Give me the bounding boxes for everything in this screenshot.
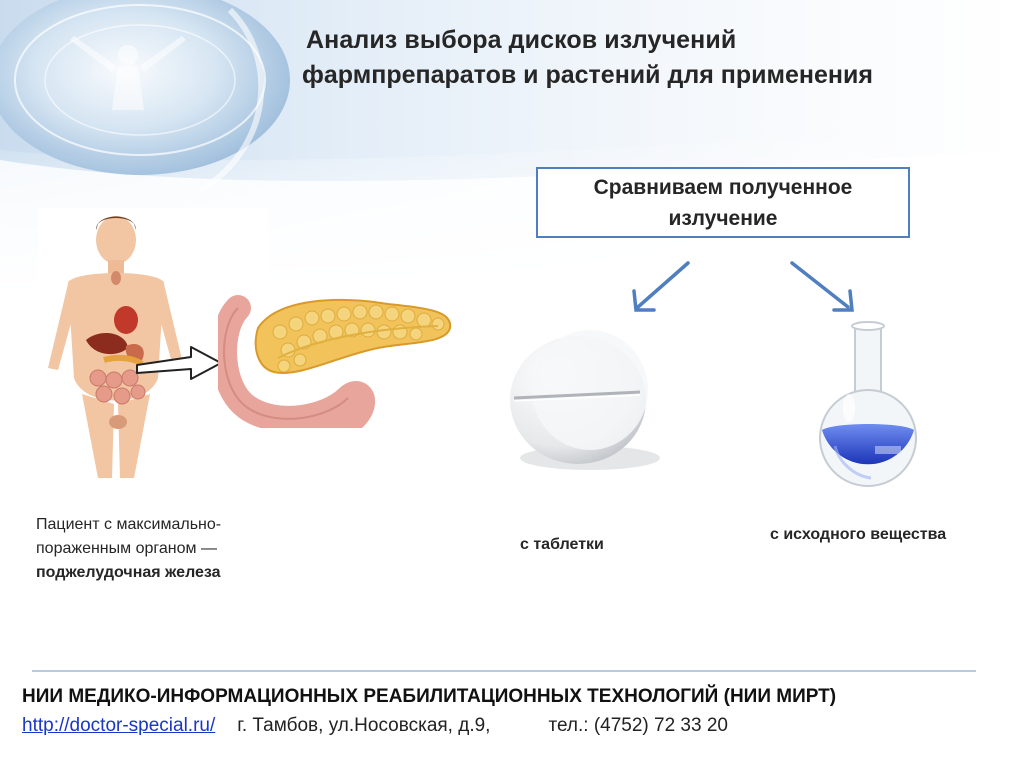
compare-radiation-text: Сравниваем полученное излучение (593, 175, 853, 230)
website-link[interactable]: http://doctor-special.ru/ (22, 715, 216, 736)
liver-icon (86, 333, 128, 355)
organ-name: поджелудочная железа (36, 564, 221, 581)
intestines-icon (89, 369, 146, 405)
substance-caption: с исходного вещества (770, 526, 947, 543)
patient-caption: Пациент с максимально-пораженным органом… (36, 513, 296, 585)
heart-icon (114, 306, 138, 334)
footer-address: г. Тамбов, ул.Носовская, д.9, (237, 715, 491, 736)
thyroid-icon (111, 271, 121, 285)
footer-phone: тел.: (4752) 72 33 20 (548, 715, 728, 736)
flask-illustration (819, 321, 917, 487)
arrow-right-icon (790, 261, 850, 309)
footer-organization: НИИ МЕДИКО-ИНФОРМАЦИОННЫХ РЕАБИЛИТАЦИОНН… (22, 686, 837, 707)
arrow-right-head-icon (832, 289, 854, 312)
footer-divider (32, 670, 976, 672)
pointer-arrow-icon (136, 346, 222, 380)
footer-contacts: http://doctor-special.ru/г. Тамбов, ул.Н… (22, 715, 728, 737)
patient-caption-text: Пациент с максимально-пораженным органом… (36, 516, 222, 557)
arrow-left-icon (636, 261, 690, 309)
pancreas-illustration (218, 295, 452, 428)
arrow-left-head-icon (632, 289, 656, 312)
tablet-illustration (510, 330, 660, 470)
tablet-caption: с таблетки (520, 536, 604, 553)
page-title-line1: Анализ выбора дисков излучений (306, 26, 737, 54)
comparison-arrows (632, 261, 854, 312)
compare-radiation-box: Сравниваем полученное излучение (536, 167, 910, 238)
pancreas-small-icon (103, 354, 144, 367)
page-title-line2: фармпрепаратов и растений для применения (302, 61, 873, 89)
